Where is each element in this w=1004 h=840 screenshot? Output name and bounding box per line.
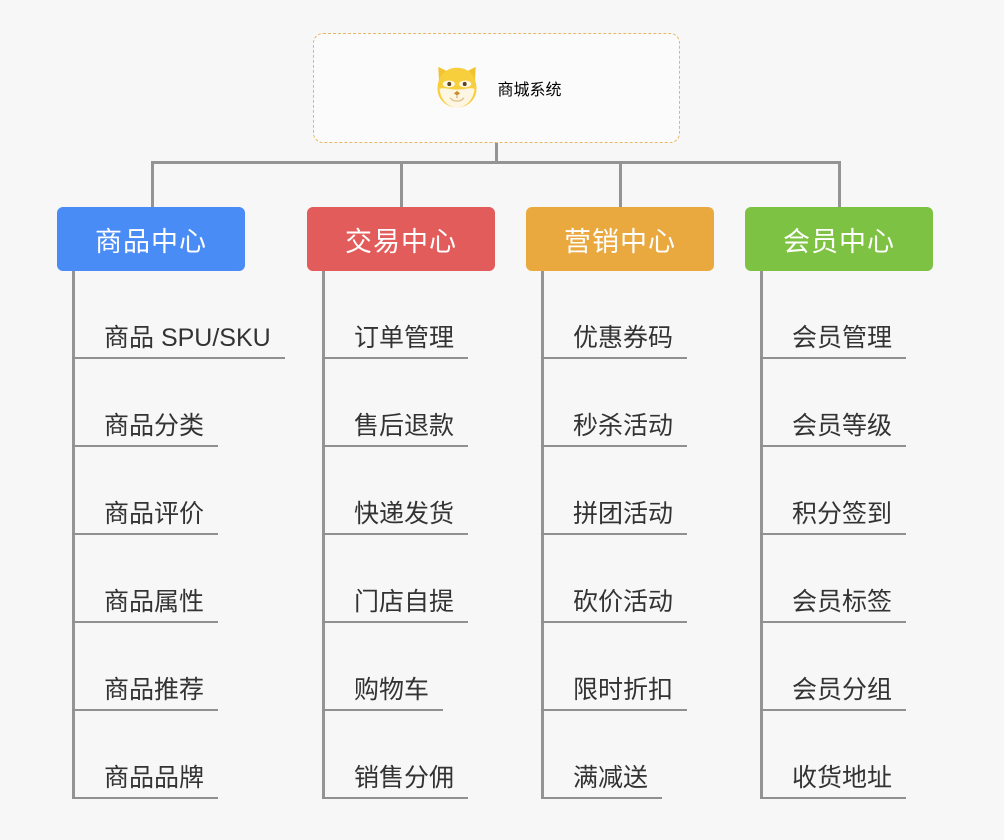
branch-header-2[interactable]: 交易中心: [307, 207, 495, 271]
leaf-label: 商品 SPU/SKU: [104, 323, 271, 352]
leaf-label: 会员标签: [792, 587, 893, 616]
branch-header-3[interactable]: 营销中心: [526, 207, 714, 271]
branch-header-label: 会员中心: [783, 226, 895, 257]
branch-column-4: 会员中心 会员管理 会员等级 积分签到 会员标签 会员分组 收货地址: [745, 207, 933, 799]
leaf-item[interactable]: 订单管理: [322, 271, 495, 359]
leaf-label: 购物车: [354, 675, 430, 704]
leaf-item[interactable]: 会员等级: [760, 359, 933, 447]
leaf-item[interactable]: 快递发货: [322, 447, 495, 535]
leaf-item[interactable]: 满减送: [541, 711, 714, 799]
leaf-label: 优惠券码: [573, 323, 674, 352]
leaf-label: 订单管理: [354, 323, 455, 352]
leaf-label: 快递发货: [354, 499, 455, 528]
root-node[interactable]: 商城系统: [313, 33, 680, 143]
leaf-item[interactable]: 购物车: [322, 623, 495, 711]
leaf-item[interactable]: 商品评价: [72, 447, 245, 535]
leaf-label: 限时折扣: [573, 675, 674, 704]
leaf-label: 商品属性: [104, 587, 205, 616]
leaf-item[interactable]: 商品分类: [72, 359, 245, 447]
leaf-item[interactable]: 会员管理: [760, 271, 933, 359]
branch-column-2: 交易中心 订单管理 售后退款 快递发货 门店自提 购物车 销售分佣: [307, 207, 495, 799]
leaf-label: 拼团活动: [573, 499, 674, 528]
branch-column-3: 营销中心 优惠券码 秒杀活动 拼团活动 砍价活动 限时折扣 满减送: [526, 207, 714, 799]
branch-items-2: 订单管理 售后退款 快递发货 门店自提 购物车 销售分佣: [322, 271, 495, 799]
leaf-label: 满减送: [573, 763, 649, 792]
leaf-label: 商品评价: [104, 499, 205, 528]
branch-header-1[interactable]: 商品中心: [57, 207, 245, 271]
branch-items-4: 会员管理 会员等级 积分签到 会员标签 会员分组 收货地址: [760, 271, 933, 799]
leaf-item[interactable]: 会员标签: [760, 535, 933, 623]
leaf-item[interactable]: 限时折扣: [541, 623, 714, 711]
leaf-item[interactable]: 销售分佣: [322, 711, 495, 799]
branch-items-1: 商品 SPU/SKU 商品分类 商品评价 商品属性 商品推荐 商品品牌: [72, 271, 285, 799]
leaf-item[interactable]: 商品 SPU/SKU: [72, 271, 285, 359]
branch-header-label: 交易中心: [345, 226, 457, 257]
leaf-item[interactable]: 会员分组: [760, 623, 933, 711]
leaf-label: 商品品牌: [104, 763, 205, 792]
leaf-item[interactable]: 拼团活动: [541, 447, 714, 535]
leaf-item[interactable]: 门店自提: [322, 535, 495, 623]
branch-column-1: 商品中心 商品 SPU/SKU 商品分类 商品评价 商品属性 商品推荐 商品品牌: [57, 207, 285, 799]
leaf-label: 会员分组: [792, 675, 893, 704]
leaf-item[interactable]: 砍价活动: [541, 535, 714, 623]
leaf-label: 售后退款: [354, 411, 455, 440]
leaf-item[interactable]: 商品推荐: [72, 623, 245, 711]
connector-drop-4: [838, 161, 841, 208]
leaf-label: 商品推荐: [104, 675, 205, 704]
leaf-label: 会员等级: [792, 411, 893, 440]
leaf-item[interactable]: 秒杀活动: [541, 359, 714, 447]
leaf-label: 会员管理: [792, 323, 893, 352]
connector-drop-3: [619, 161, 622, 208]
leaf-label: 商品分类: [104, 411, 205, 440]
leaf-item[interactable]: 售后退款: [322, 359, 495, 447]
leaf-label: 积分签到: [792, 499, 893, 528]
leaf-label: 收货地址: [792, 763, 893, 792]
leaf-label: 门店自提: [354, 587, 455, 616]
connector-drop-1: [151, 161, 154, 208]
leaf-item[interactable]: 商品属性: [72, 535, 245, 623]
branch-header-label: 商品中心: [95, 226, 207, 257]
branch-header-4[interactable]: 会员中心: [745, 207, 933, 271]
branch-items-3: 优惠券码 秒杀活动 拼团活动 砍价活动 限时折扣 满减送: [541, 271, 714, 799]
connector-drop-2: [400, 161, 403, 208]
leaf-label: 秒杀活动: [573, 411, 674, 440]
leaf-item[interactable]: 收货地址: [760, 711, 933, 799]
leaf-item[interactable]: 商品品牌: [72, 711, 245, 799]
leaf-label: 销售分佣: [354, 763, 455, 792]
branch-header-label: 营销中心: [564, 226, 676, 257]
connector-bus: [151, 161, 841, 164]
leaf-item[interactable]: 优惠券码: [541, 271, 714, 359]
root-title: 商城系统: [497, 82, 562, 99]
shiba-dog-face-icon: [437, 66, 477, 108]
leaf-label: 砍价活动: [573, 587, 674, 616]
leaf-item[interactable]: 积分签到: [760, 447, 933, 535]
connector-root-stem: [495, 143, 498, 162]
